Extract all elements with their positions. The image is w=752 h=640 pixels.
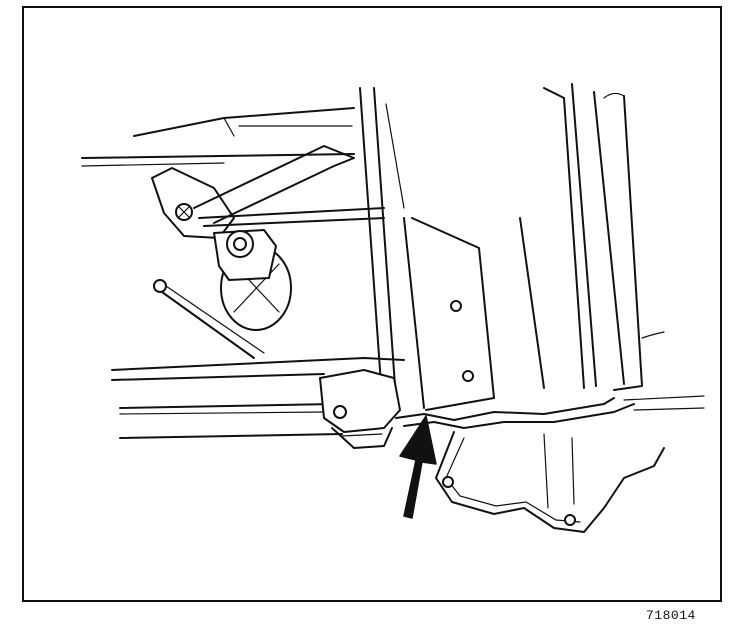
flange-rail [395,395,705,429]
figure-id: 718014 [646,608,696,623]
illustration-frame [22,6,722,602]
pillar-panel [359,87,495,411]
lower-bracket [435,431,665,533]
hoist-disc [213,229,292,331]
pivot-bracket [151,167,235,239]
crossmember [111,357,405,439]
vehicle-underbody-illustration [81,83,705,533]
frame-rail-upper [81,107,355,167]
brace-arm [193,145,385,227]
latch-assembly [319,369,401,449]
cable-rod [153,279,265,359]
body-panel-right [519,83,665,391]
indicator-arrow-icon [399,415,437,519]
